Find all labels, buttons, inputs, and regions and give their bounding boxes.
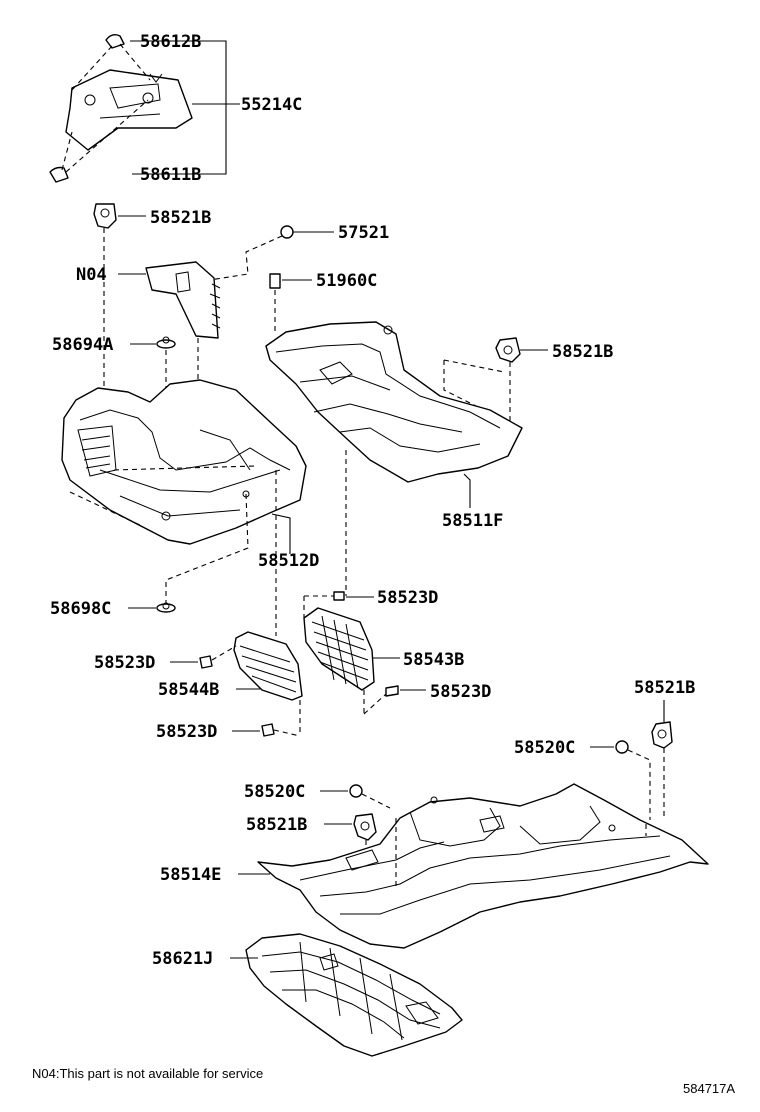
screw-58523d-icon-d [261,723,275,737]
label-58523d-b: 58523D [94,653,155,673]
screw-58523d-icon-c [385,685,399,697]
grommet-58694a-icon [156,336,176,349]
label-58523d-a: 58523D [377,588,438,608]
screw-58523d-icon-b [199,655,213,669]
label-58698c: 58698C [50,599,111,619]
label-57521: 57521 [338,223,389,243]
silencer-58621j-drawing [245,933,463,1057]
bolt-57521-icon [280,225,306,239]
label-58521b-c: 58521B [634,678,695,698]
label-58520c-a: 58520C [514,738,575,758]
clip-58521b-icon-d [353,813,377,841]
tray-58511f-drawing [265,321,523,483]
label-58611b: 58611B [140,165,201,185]
label-51960c: 51960C [316,271,377,291]
label-58694a: 58694A [52,335,113,355]
figure-id: 584717A [683,1081,735,1096]
bracket-n04-drawing [145,261,221,339]
label-55214c: 55214C [241,95,302,115]
label-58621j: 58621J [152,949,213,969]
nut-58520c-icon-b [349,784,363,798]
panel-58544b-drawing [233,631,303,701]
label-58520c-b: 58520C [244,782,305,802]
screw-58523d-icon-a [333,591,345,601]
label-58523d-d: 58523D [156,722,217,742]
label-58511f: 58511F [442,511,503,531]
label-n04: N04 [76,265,107,285]
label-58521b-b: 58521B [552,342,613,362]
label-58521b-a: 58521B [150,208,211,228]
pad-51960c-icon [269,273,281,289]
clip-58611b-icon [49,166,69,183]
footnote-n04: N04:This part is not available for servi… [32,1066,263,1081]
clip-58521b-icon-a [93,203,117,229]
clip-58521b-icon-c [651,721,673,749]
cover-55214c-drawing [65,69,193,151]
label-58612b: 58612B [140,32,201,52]
label-58543b: 58543B [403,650,464,670]
label-58512d: 58512D [258,551,319,571]
label-58523d-c: 58523D [430,682,491,702]
label-58544b: 58544B [158,680,219,700]
grommet-58698c-icon [156,602,176,613]
clip-58521b-icon-b [495,337,521,363]
carpet-58514e-drawing [257,783,709,949]
label-58521b-d: 58521B [246,815,307,835]
panel-58543b-drawing [303,607,375,691]
tray-58512d-drawing [61,379,307,545]
nut-58520c-icon-a [615,740,629,754]
label-58514e: 58514E [160,865,221,885]
clip-58612b-icon [105,33,125,49]
